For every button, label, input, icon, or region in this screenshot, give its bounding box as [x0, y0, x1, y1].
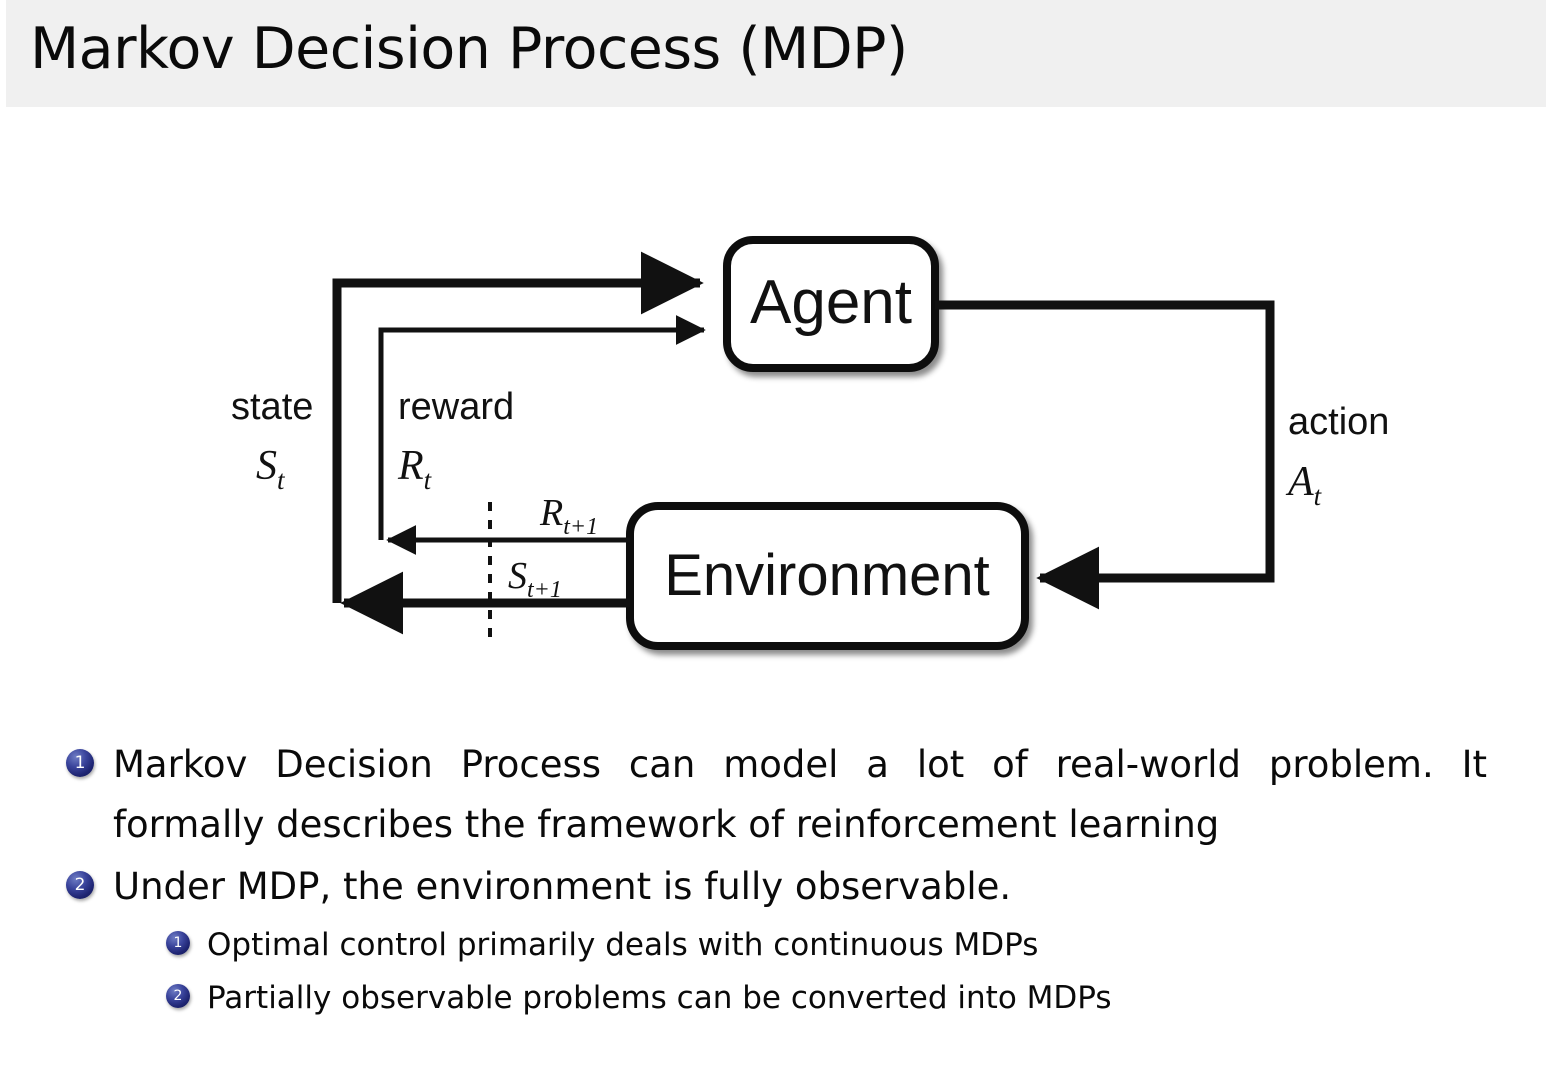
action-path	[935, 300, 1275, 610]
state-label-word: state	[231, 386, 313, 428]
action-label-word: action	[1288, 401, 1389, 443]
list-item: 1 Markov Decision Process can model a lo…	[66, 735, 1546, 855]
bullet-list: 1 Markov Decision Process can model a lo…	[0, 735, 1546, 1025]
list-item: 2 Partially observable problems can be c…	[166, 972, 1546, 1025]
state-label: state St	[231, 386, 313, 495]
action-label-symbol: At	[1285, 459, 1323, 511]
reward-next-label: Rt+1	[539, 492, 598, 540]
state-next-subscript: t+1	[527, 577, 562, 603]
sub-bullet-text-1: Optimal control primarily deals with con…	[207, 927, 1039, 963]
agent-box: Agent	[723, 236, 939, 372]
state-next-label: St+1	[508, 555, 562, 603]
svg-text:Rt+1: Rt+1	[539, 492, 598, 540]
environment-box-label: Environment	[664, 543, 990, 608]
environment-box: Environment	[626, 502, 1029, 650]
agent-box-label: Agent	[750, 268, 912, 337]
state-label-subscript: t	[277, 465, 286, 495]
slide-header: Markov Decision Process (MDP)	[0, 0, 1546, 107]
svg-text:St+1: St+1	[508, 555, 562, 603]
bullet-marker-1: 1	[66, 749, 94, 777]
bullet-text-1: Markov Decision Process can model a lot …	[113, 743, 1487, 846]
sub-bullet-marker-1: 1	[166, 931, 190, 955]
action-label: action At	[1285, 401, 1389, 511]
action-label-subscript: t	[1314, 481, 1323, 511]
state-label-symbol: St	[256, 443, 286, 495]
list-item: 1 Optimal control primarily deals with c…	[166, 919, 1546, 972]
page-title: Markov Decision Process (MDP)	[30, 16, 908, 82]
bullet-marker-2: 2	[66, 871, 94, 899]
reward-feedback-path	[378, 315, 706, 540]
list-item: 2 Under MDP, the environment is fully ob…	[66, 857, 1546, 917]
header-background	[6, 0, 1546, 107]
sub-bullet-text-2: Partially observable problems can be con…	[207, 980, 1112, 1016]
reward-next-subscript: t+1	[563, 514, 598, 540]
reward-label-subscript: t	[424, 465, 433, 495]
reward-label-symbol: Rt	[397, 443, 433, 495]
reward-label-word: reward	[398, 386, 514, 428]
agent-environment-diagram: Agent Environment state St	[0, 107, 1546, 707]
bullet-text-2: Under MDP, the environment is fully obse…	[113, 865, 1012, 908]
sub-bullet-marker-2: 2	[166, 984, 190, 1008]
reward-label: reward Rt	[397, 386, 514, 495]
state-feedback-path	[332, 251, 704, 603]
